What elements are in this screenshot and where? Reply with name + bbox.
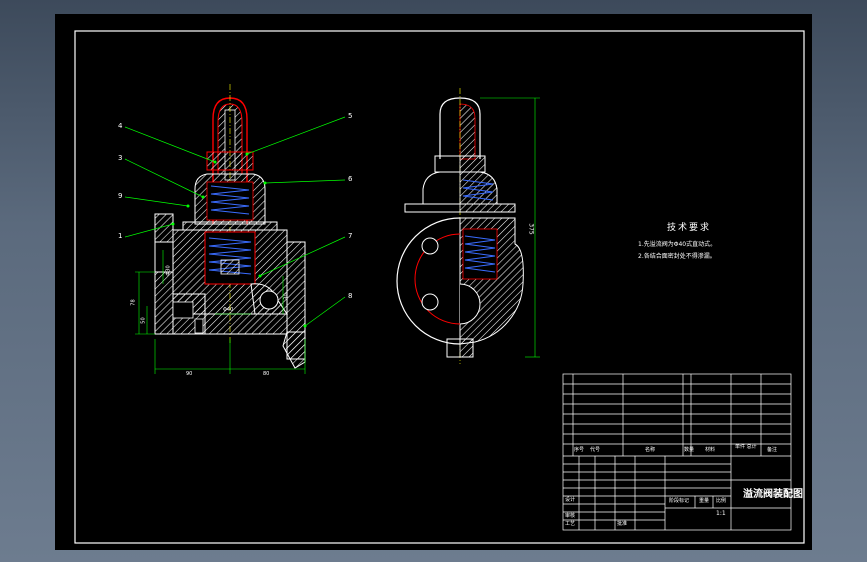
tb-stage-mark: 阶段标记 <box>669 498 690 504</box>
balloon-6: 6 <box>348 175 353 183</box>
tech-req-title: 技术要求 <box>667 223 712 233</box>
balloon-3: 3 <box>118 154 123 162</box>
tb-check: 审核 <box>565 513 576 519</box>
dim-width-left: 90 <box>186 371 193 377</box>
dim-h-b: 50 <box>140 317 147 324</box>
drawing-title: 溢流阀装配图 <box>743 489 803 500</box>
tb-process: 工艺 <box>565 521 576 527</box>
tech-req-item-1: 1.先溢流阀为Φ40式直动式。 <box>638 241 717 248</box>
tb-header-code: 代号 <box>590 447 601 453</box>
tb-scale-value: 1:1 <box>716 510 726 517</box>
tb-header-qty: 数量 <box>684 447 695 453</box>
balloon-9: 9 <box>118 192 123 200</box>
drawing-sheet: 4 3 9 1 5 6 7 8 90 80 Φ40 78 50 Φ30 30 3… <box>55 14 812 550</box>
tb-design: 设计 <box>565 497 576 503</box>
dim-h-a: 78 <box>130 299 137 306</box>
front-section-view <box>124 84 346 374</box>
dim-h-c: 30 <box>283 293 290 300</box>
balloon-7: 7 <box>348 232 353 240</box>
tb-header-weight: 单件 总计 <box>735 444 757 450</box>
balloon-1: 1 <box>118 232 123 240</box>
dim-height-total: 375 <box>527 223 535 235</box>
tb-header-no: 序号 <box>574 447 585 453</box>
tb-header-material: 材料 <box>705 447 716 453</box>
drawing-frame <box>74 30 805 544</box>
dim-inner-dia: Φ40 <box>223 307 234 313</box>
tb-header-name: 名称 <box>645 447 656 453</box>
tb-approve: 批准 <box>617 521 628 527</box>
balloon-5: 5 <box>348 112 353 120</box>
tb-weight: 重量 <box>699 498 710 504</box>
balloon-8: 8 <box>348 292 353 300</box>
title-block <box>562 373 792 531</box>
dim-outer-dia: Φ30 <box>165 265 172 276</box>
tech-req-item-2: 2.各结合面密封处不得渗漏。 <box>638 253 716 260</box>
dim-width-right: 80 <box>263 371 270 377</box>
side-view <box>396 88 540 364</box>
tb-header-note: 备注 <box>767 447 778 453</box>
assembly-drawing <box>74 30 805 544</box>
balloon-4: 4 <box>118 122 123 130</box>
tb-ratio: 比例 <box>716 498 727 504</box>
